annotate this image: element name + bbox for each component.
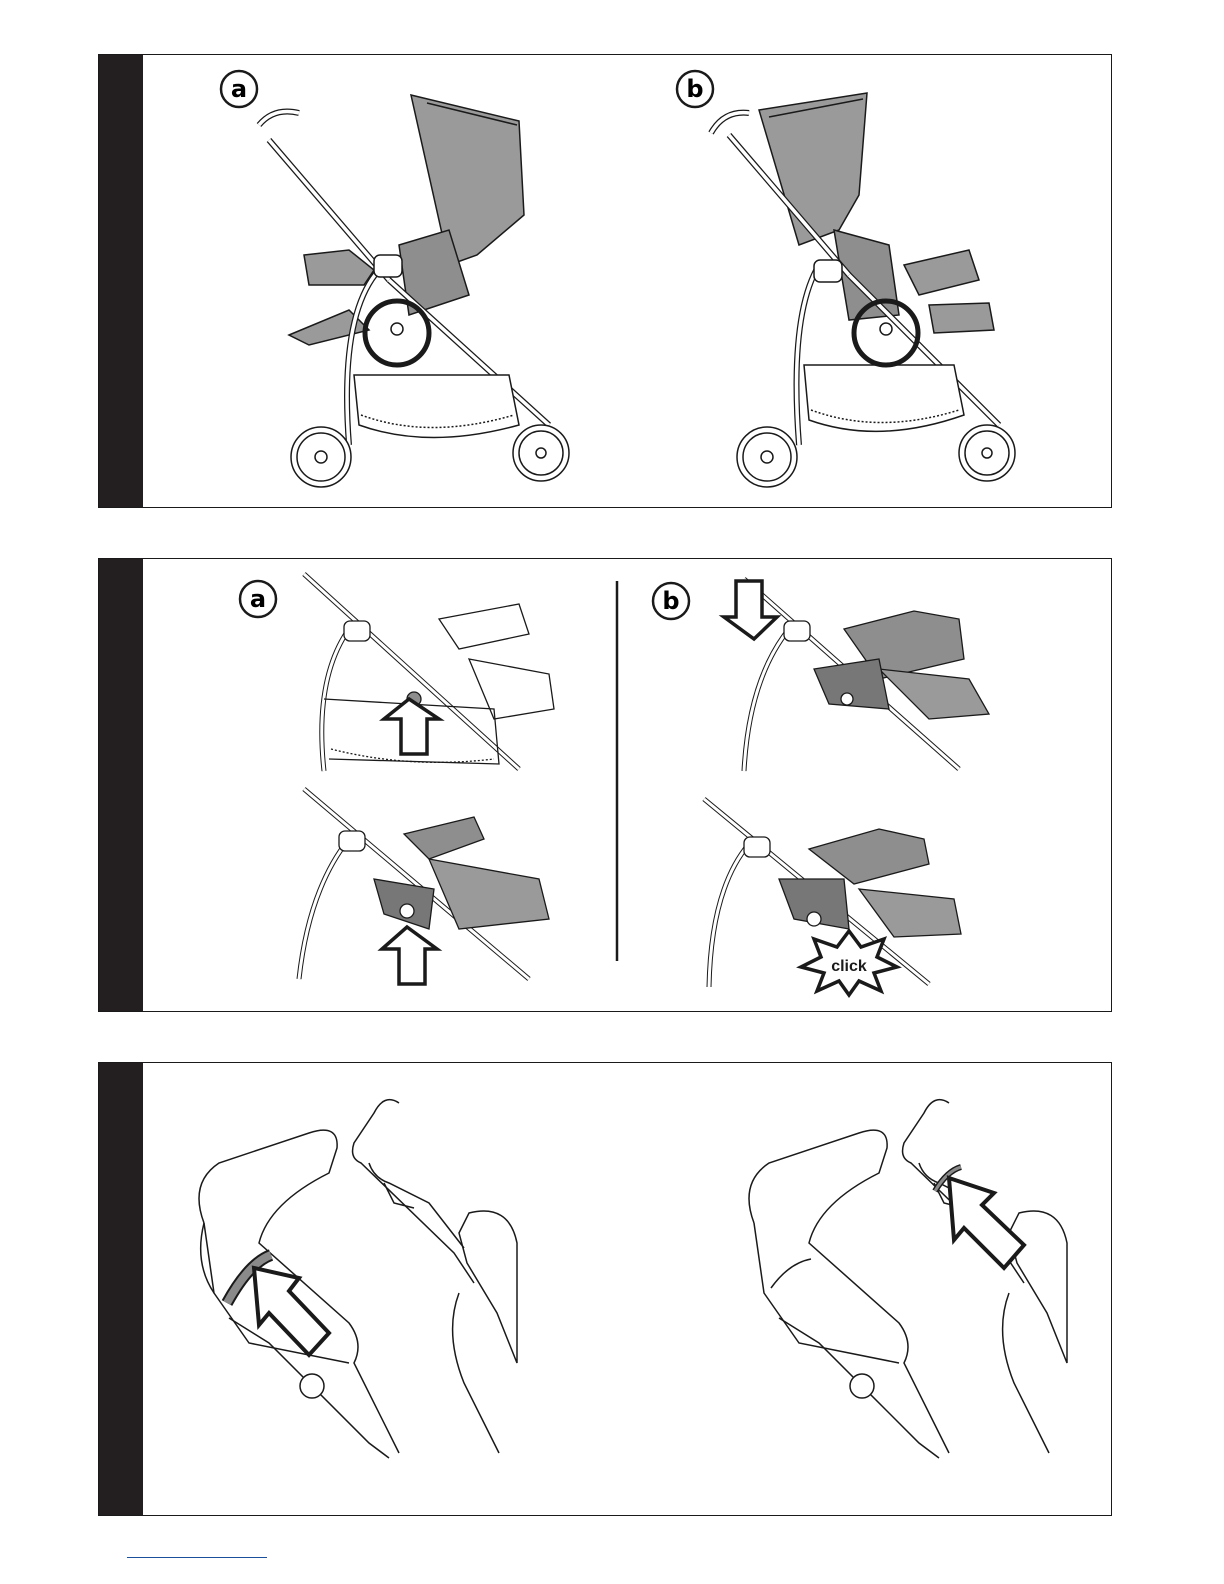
arrow-diagonal-icon (254, 1268, 329, 1355)
panel-footrest-steps: a b (98, 558, 1112, 1012)
arrow-down-icon (724, 581, 777, 639)
handle-right-illustration (749, 1100, 1067, 1458)
label-b-text: b (686, 75, 703, 103)
stroller-a-illustration (259, 95, 569, 487)
step-a-top-illustration (304, 574, 554, 771)
label-b-badge: b (653, 583, 689, 619)
panel-stroller-side-views: a b (98, 54, 1112, 508)
arrow-diagonal-icon (949, 1178, 1024, 1268)
handle-left-illustration (199, 1100, 517, 1458)
label-b-badge: b (677, 71, 713, 107)
panel-handle-strap (98, 1062, 1112, 1516)
click-text: click (831, 958, 867, 975)
label-a-badge: a (221, 71, 257, 107)
footer-line (127, 1557, 267, 1558)
handle-strap-illustrations (99, 1063, 1113, 1517)
step-b-top-illustration (744, 579, 989, 771)
stroller-b-illustration (711, 93, 1015, 487)
click-burst-icon: click (801, 931, 897, 995)
label-a-text: a (231, 75, 247, 103)
arrow-up-icon (384, 699, 439, 754)
arrow-up-icon (382, 927, 437, 984)
stroller-illustrations: a b (99, 55, 1113, 509)
label-b-text: b (662, 587, 679, 615)
label-a-badge: a (240, 581, 276, 617)
label-a-text: a (250, 585, 266, 613)
footrest-step-illustrations: a b (99, 559, 1113, 1013)
